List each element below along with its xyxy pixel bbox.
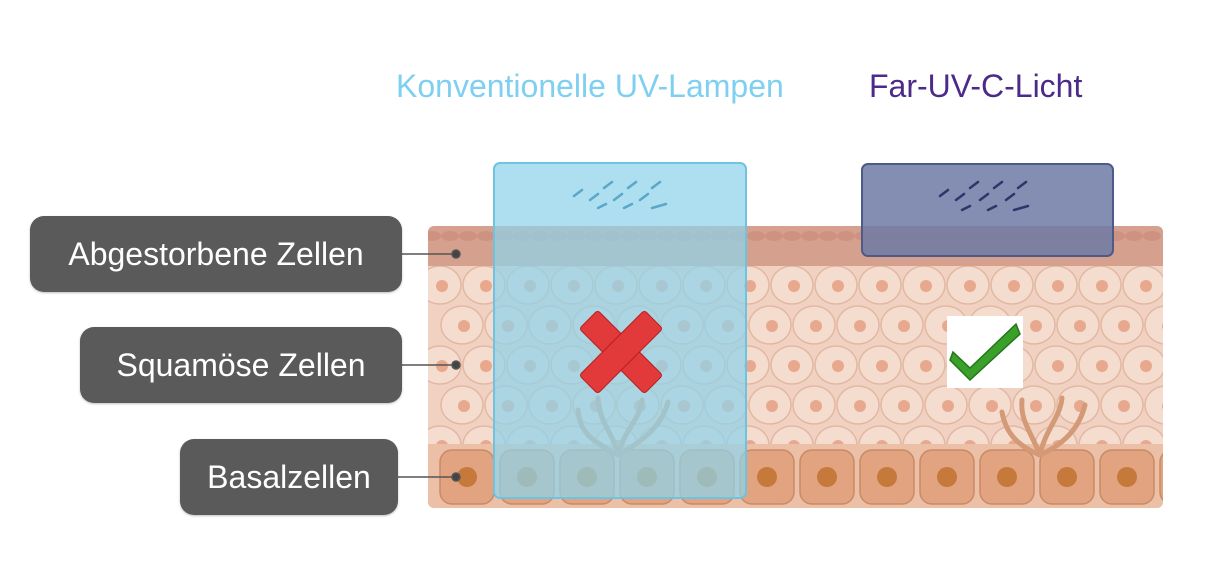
squamous-cell xyxy=(858,265,902,305)
basal-cell xyxy=(799,449,855,505)
squamous-cell xyxy=(990,265,1034,305)
squamous-cell xyxy=(1100,305,1144,345)
squamous-cell xyxy=(748,305,792,345)
squamous-cell xyxy=(902,345,946,385)
basal-cell xyxy=(1039,449,1095,505)
checkmark-icon xyxy=(947,316,1023,388)
squamous-cell xyxy=(880,385,924,425)
dead-cell xyxy=(459,231,477,241)
basal-cell xyxy=(919,449,975,505)
basal-cell xyxy=(1099,449,1155,505)
squamous-cell xyxy=(1144,305,1163,345)
squamous-cell xyxy=(748,385,792,425)
squamous-cell xyxy=(1034,345,1078,385)
dendritic-cell-right xyxy=(999,395,1088,458)
squamous-cell xyxy=(792,305,836,345)
squamous-cell xyxy=(814,345,858,385)
dead-cell xyxy=(428,231,441,241)
squamous-cell xyxy=(1012,305,1056,345)
dead-cell xyxy=(1125,231,1143,241)
squamous-cell xyxy=(924,385,968,425)
squamous-cell xyxy=(1078,345,1122,385)
squamous-cell xyxy=(1122,265,1163,305)
squamous-cell xyxy=(1078,265,1122,305)
squamous-cell xyxy=(880,305,924,345)
basal-cell xyxy=(739,449,795,505)
squamous-cell xyxy=(1056,305,1100,345)
squamous-cell xyxy=(858,345,902,385)
dead-cell xyxy=(441,231,459,241)
squamous-cell xyxy=(1100,385,1144,425)
far-uvc-rays-icon xyxy=(938,180,1030,212)
basal-cell xyxy=(1159,449,1163,505)
squamous-cell xyxy=(1144,385,1163,425)
label-squamous-cells: Squamöse Zellen xyxy=(80,327,402,403)
squamous-cell xyxy=(770,345,814,385)
dead-cell xyxy=(765,231,783,241)
conventional-uv-lamp xyxy=(493,162,747,499)
dead-cell xyxy=(477,231,495,241)
conventional-uv-title: Konventionelle UV-Lampen xyxy=(396,68,784,104)
dead-cell xyxy=(1143,231,1161,241)
basal-cell xyxy=(979,449,1035,505)
squamous-cell xyxy=(428,265,462,305)
dead-cell xyxy=(783,231,801,241)
dead-cell xyxy=(819,231,837,241)
label-dead-cells: Abgestorbene Zellen xyxy=(30,216,402,292)
squamous-cell xyxy=(770,265,814,305)
squamous-cell xyxy=(1122,345,1163,385)
dead-cell xyxy=(837,231,855,241)
squamous-cell xyxy=(440,385,484,425)
cross-icon xyxy=(580,311,662,393)
far-uvc-title: Far-UV-C-Licht xyxy=(869,68,1083,104)
squamous-cell xyxy=(440,305,484,345)
dead-cell xyxy=(801,231,819,241)
squamous-cell xyxy=(1034,265,1078,305)
label-basal-cells: Basalzellen xyxy=(180,439,398,515)
basal-cell xyxy=(859,449,915,505)
dead-cell xyxy=(747,231,765,241)
squamous-cell xyxy=(792,385,836,425)
squamous-cell xyxy=(902,265,946,305)
squamous-cell xyxy=(946,265,990,305)
squamous-cell xyxy=(814,265,858,305)
squamous-cell xyxy=(836,385,880,425)
squamous-cell xyxy=(836,305,880,345)
label-connectors xyxy=(398,249,461,482)
conventional-rays-icon xyxy=(572,180,668,210)
